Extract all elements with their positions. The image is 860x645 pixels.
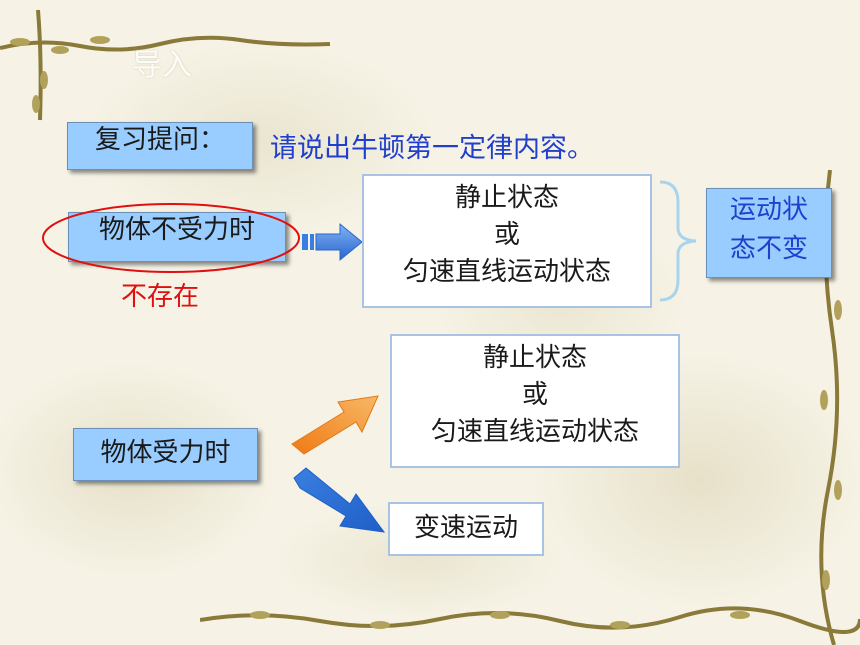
arrow-down-right-icon: [293, 467, 386, 533]
review-question: 请说出牛顿第一定律内容。: [270, 133, 594, 164]
vine-border-bottom: [200, 606, 860, 634]
no-force-note: 不存在: [121, 282, 200, 312]
result-line-1: 静止状态: [482, 343, 587, 373]
result-line-2: 或: [493, 219, 520, 250]
result-box-force-static: 静止状态 或 匀速直线运动状态: [390, 334, 680, 468]
review-label: 复习提问：: [67, 122, 253, 170]
red-ellipse-highlight: [42, 203, 300, 273]
result-line-2: 或: [521, 379, 548, 410]
arrow-right-icon: [302, 222, 363, 262]
result-box-no-force: 静止状态 或 匀速直线运动状态: [362, 174, 652, 308]
no-force-label: 物体不受力时: [68, 212, 286, 262]
force-label: 物体受力时: [73, 428, 258, 481]
result-line-3: 匀速直线运动状态: [402, 256, 611, 287]
conclusion-box: 运动状 态不变: [706, 188, 832, 278]
conclusion-line-1: 运动状: [729, 195, 808, 225]
result-line-3: 匀速直线运动状态: [430, 416, 639, 447]
conclusion-line-2: 态不变: [729, 234, 808, 264]
vine-border-top: [0, 9, 331, 121]
result-box-force-variable: 变速运动: [388, 502, 544, 556]
right-brace-icon: [659, 180, 697, 302]
result-line-1: 静止状态: [454, 183, 559, 213]
slide-title: 导入: [132, 48, 192, 83]
arrow-up-right-icon: [291, 395, 379, 455]
